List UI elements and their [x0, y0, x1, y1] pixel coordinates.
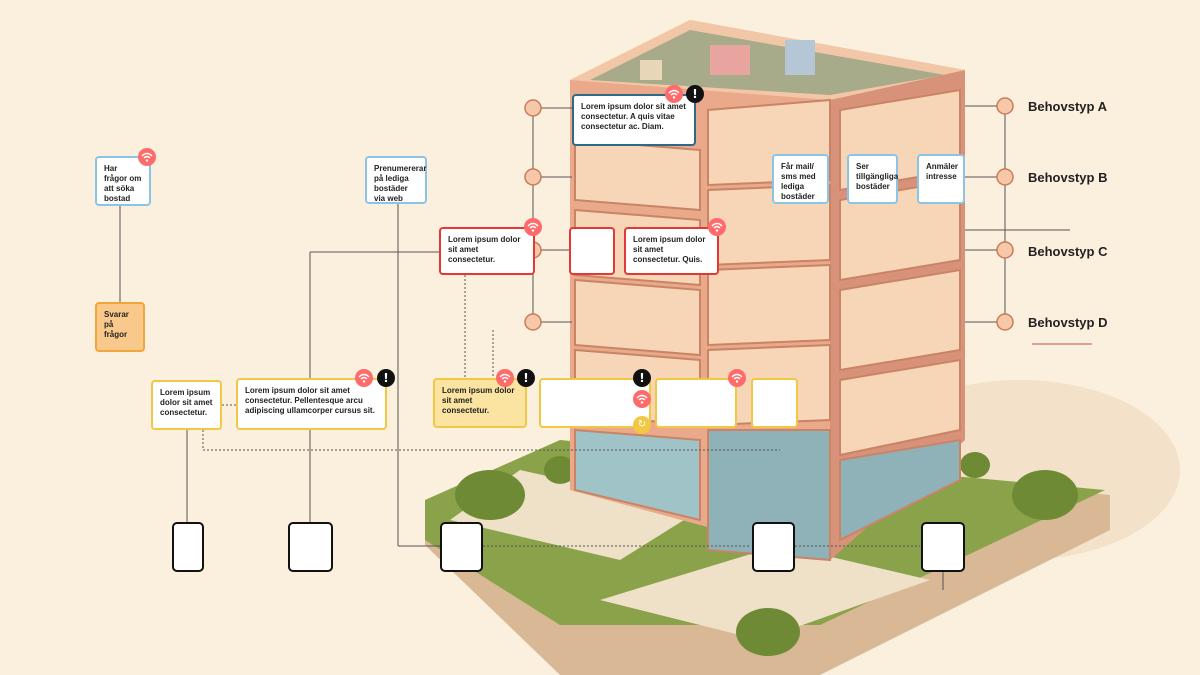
card-empty-yellow-2[interactable]: [655, 378, 737, 428]
node-d-right: [996, 313, 1014, 331]
wifi-icon: [708, 218, 726, 236]
card-empty-red[interactable]: [569, 227, 615, 275]
card-text: Svarar på frågor: [104, 310, 129, 339]
node-d-left: [524, 313, 542, 331]
need-label-a: Behovstyp A: [1028, 99, 1107, 114]
wifi-icon: [728, 369, 746, 387]
card-text: Anmäler intresse: [926, 162, 959, 181]
card-text: Lorem ipsum dolor sit amet consectetur. …: [581, 102, 686, 131]
wifi-icon: [633, 390, 651, 408]
card-lorem-yellowfill[interactable]: Lorem ipsum dolor sit amet consectetur.: [433, 378, 527, 428]
node-c-right: [996, 241, 1014, 259]
node-b-right: [996, 168, 1014, 186]
touchpoint-box[interactable]: [752, 522, 795, 572]
card-lorem-long[interactable]: Lorem ipsum dolor sit amet consectetur. …: [236, 378, 387, 430]
touchpoint-box[interactable]: [921, 522, 965, 572]
card-text: Prenumererar på lediga bostäder via web: [374, 164, 427, 203]
card-text: Lorem ipsum dolor sit amet consectetur.: [160, 388, 213, 417]
need-label-c: Behovstyp C: [1028, 244, 1108, 259]
node-a-left: [524, 99, 542, 117]
card-text: Får mail/ sms med lediga bostäder: [781, 162, 816, 201]
card-gets-mail[interactable]: Får mail/ sms med lediga bostäder: [772, 154, 829, 204]
touchpoint-box[interactable]: [440, 522, 483, 572]
wifi-icon: [665, 85, 683, 103]
touchpoint-box[interactable]: [288, 522, 333, 572]
wifi-icon: [524, 218, 542, 236]
need-label-d: Behovstyp D: [1028, 315, 1108, 330]
node-a-right: [996, 97, 1014, 115]
card-text: Lorem ipsum dolor sit amet consectetur.: [442, 386, 515, 415]
card-text: Lorem ipsum dolor sit amet consectetur.: [448, 235, 521, 264]
card-lorem-short[interactable]: Lorem ipsum dolor sit amet consectetur.: [151, 380, 222, 430]
wifi-icon: [496, 369, 514, 387]
card-empty-yellow-1[interactable]: [539, 378, 651, 428]
node-b-left: [524, 168, 542, 186]
card-registers-interest[interactable]: Anmäler intresse: [917, 154, 965, 204]
alert-icon: !: [633, 369, 651, 387]
card-text: Lorem ipsum dolor sit amet consectetur. …: [633, 235, 706, 264]
touchpoint-box[interactable]: [172, 522, 204, 572]
card-subscribes[interactable]: Prenumererar på lediga bostäder via web: [365, 156, 427, 204]
card-answers-questions[interactable]: Svarar på frågor: [95, 302, 145, 352]
alert-icon: !: [517, 369, 535, 387]
alert-icon: !: [686, 85, 704, 103]
alert-icon: !: [377, 369, 395, 387]
card-empty-yellow-3[interactable]: [751, 378, 798, 428]
card-lorem-red-2[interactable]: Lorem ipsum dolor sit amet consectetur. …: [624, 227, 719, 275]
sync-icon: ↻: [633, 416, 651, 434]
card-text: Ser tillgängliga bostäder: [856, 162, 899, 191]
wifi-icon: [138, 148, 156, 166]
card-sees-available[interactable]: Ser tillgängliga bostäder: [847, 154, 898, 204]
card-text: Lorem ipsum dolor sit amet consectetur. …: [245, 386, 375, 415]
card-text: Har frågor om att söka bostad: [104, 164, 142, 203]
need-label-b: Behovstyp B: [1028, 170, 1108, 185]
wifi-icon: [355, 369, 373, 387]
card-lorem-red-1[interactable]: Lorem ipsum dolor sit amet consectetur.: [439, 227, 535, 275]
